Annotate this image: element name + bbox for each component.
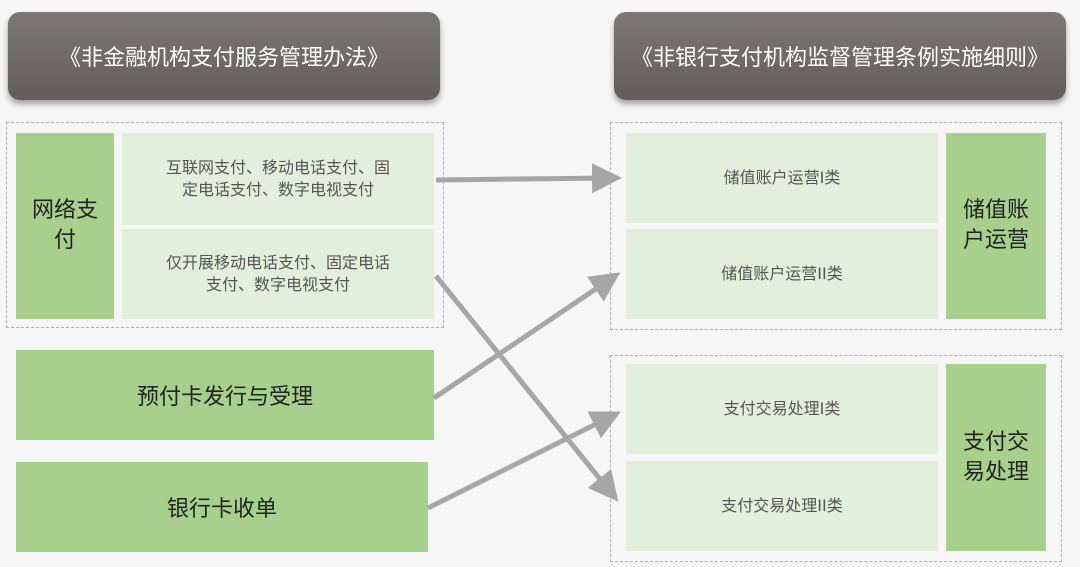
arrow-network-sub1-to-stored-value-type1 bbox=[435, 163, 622, 194]
payment-processing-label: 支付交 易处理 bbox=[946, 364, 1046, 551]
stored-value-label: 储值账 户运营 bbox=[946, 133, 1046, 319]
stored-value-type2: 储值账户运营II类 bbox=[626, 229, 938, 319]
network-payment-sub2-line1: 仅开展移动电话支付、固定电话 bbox=[165, 253, 390, 272]
arrow-bank-card-to-payment-processing-type1 bbox=[426, 411, 621, 511]
bank-card-acquiring-label: 银行卡收单 bbox=[166, 497, 277, 522]
stored-value-type1-label: 储值账户运营I类 bbox=[723, 168, 841, 187]
stored-value-label-line2: 户运营 bbox=[962, 228, 1029, 253]
header-left-regulation: 《非金融机构支付服务管理办法》 bbox=[8, 12, 440, 100]
bank-card-acquiring-box: 银行卡收单 bbox=[16, 462, 428, 552]
stored-value-label-line1: 储值账 bbox=[962, 198, 1029, 223]
payment-processing-type1-label: 支付交易处理I类 bbox=[723, 399, 841, 418]
arrow-prepaid-card-to-stored-value-type2 bbox=[432, 272, 621, 401]
network-payment-sub1-line2: 定电话支付、数字电视支付 bbox=[181, 180, 374, 199]
network-payment-label-line1: 网络支 bbox=[31, 198, 98, 223]
payment-processing-label-line2: 易处理 bbox=[962, 459, 1029, 485]
stored-value-type2-label: 储值账户运营II类 bbox=[721, 264, 843, 283]
stored-value-type1: 储值账户运营I类 bbox=[626, 133, 938, 223]
stored-value-group bbox=[610, 122, 1062, 330]
arrow-network-sub2-to-payment-processing-type2 bbox=[434, 274, 619, 502]
network-payment-sub2-line2: 支付、数字电视支付 bbox=[205, 275, 350, 294]
payment-processing-group bbox=[610, 355, 1062, 562]
prepaid-card-label: 预付卡发行与受理 bbox=[136, 385, 313, 410]
payment-processing-type1: 支付交易处理I类 bbox=[626, 364, 938, 454]
network-payment-sub1: 互联网支付、移动电话支付、固 定电话支付、数字电视支付 bbox=[122, 133, 434, 225]
network-payment-group bbox=[6, 122, 444, 328]
payment-processing-type2: 支付交易处理II类 bbox=[626, 461, 938, 551]
network-payment-label: 网络支 付 bbox=[16, 133, 114, 319]
prepaid-card-box: 预付卡发行与受理 bbox=[16, 350, 434, 440]
header-right-text: 《非银行支付机构监督管理条例实施细则》 bbox=[630, 46, 1049, 71]
header-left-text: 《非金融机构支付服务管理办法》 bbox=[58, 46, 389, 71]
header-right-regulation: 《非银行支付机构监督管理条例实施细则》 bbox=[614, 12, 1066, 100]
payment-processing-label-line1: 支付交 bbox=[962, 429, 1029, 455]
network-payment-label-line2: 付 bbox=[53, 228, 76, 253]
network-payment-sub2: 仅开展移动电话支付、固定电话 支付、数字电视支付 bbox=[122, 229, 434, 319]
payment-processing-type2-label: 支付交易处理II类 bbox=[721, 496, 843, 515]
network-payment-sub1-line1: 互联网支付、移动电话支付、固 bbox=[165, 158, 390, 177]
